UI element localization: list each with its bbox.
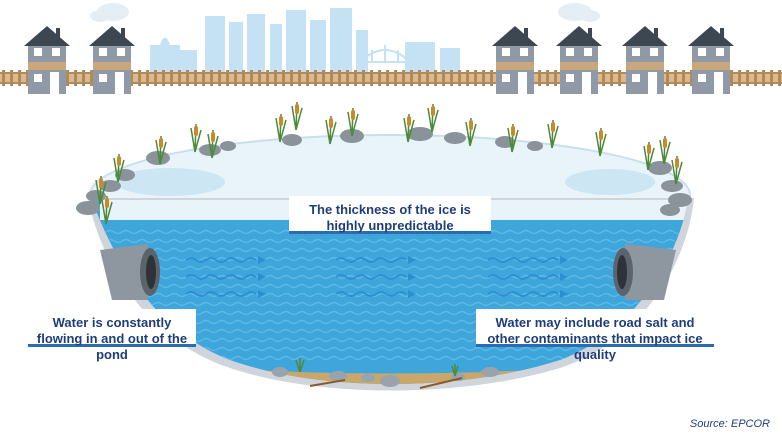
flow-arrow-icon xyxy=(185,256,266,264)
cattail-icon xyxy=(113,153,125,183)
cattail-icon xyxy=(427,103,439,133)
cattail-icon xyxy=(275,113,287,143)
grass-tuft xyxy=(295,358,459,377)
cattail-icon xyxy=(325,115,337,145)
cloud-icon xyxy=(90,3,600,22)
rock-icon xyxy=(527,141,543,151)
cattail-icon xyxy=(101,195,113,225)
rock-icon xyxy=(668,193,692,207)
rock-icon xyxy=(648,161,672,175)
cattail-icon xyxy=(659,135,671,165)
contaminants-callout: Water may include road salt and other co… xyxy=(476,309,714,362)
rock-icon xyxy=(407,127,433,141)
flow-arrow-icon xyxy=(335,290,416,298)
rock-icon xyxy=(444,132,466,144)
cattail-icon xyxy=(347,107,359,137)
cattail-icon xyxy=(547,119,559,149)
flow-arrow-icon xyxy=(487,273,568,281)
bridge-icon xyxy=(359,45,411,63)
rock-icon xyxy=(76,201,100,215)
ice-thickness-callout: The thickness of the ice is highly unpre… xyxy=(289,196,491,234)
cattail-icon xyxy=(465,117,477,147)
flow-arrow-icon xyxy=(335,273,416,281)
cattail-icon xyxy=(643,141,655,171)
water-flow-callout: Water is constantly flowing in and out o… xyxy=(28,309,196,362)
cattail-icon xyxy=(95,175,107,205)
flow-arrow-icon xyxy=(487,290,568,298)
flow-arrow-icon xyxy=(487,256,568,264)
cattail-icon xyxy=(507,123,519,153)
cattail-icon xyxy=(207,129,219,159)
house-icon xyxy=(556,26,602,94)
house-icon xyxy=(688,26,734,94)
house-icon xyxy=(89,26,135,94)
cattail-icon xyxy=(155,135,167,165)
cattail-icon xyxy=(190,123,202,153)
cattail-icon xyxy=(403,113,415,143)
house-icon xyxy=(492,26,538,94)
pipe-icon xyxy=(613,244,676,300)
flow-arrow-icon xyxy=(185,273,266,281)
rock-icon xyxy=(220,141,236,151)
cattail-icon xyxy=(671,155,683,185)
rock-icon xyxy=(282,134,302,146)
rock-icon xyxy=(146,151,170,165)
city-skyline-icon xyxy=(150,8,460,72)
source-credit: Source: EPCOR xyxy=(689,418,770,430)
rock-icon xyxy=(661,180,683,192)
cattail-icon xyxy=(595,127,607,157)
stick xyxy=(309,377,463,389)
house-icon xyxy=(24,26,70,94)
flow-arrow-icon xyxy=(335,256,416,264)
flow-arrow-icon xyxy=(185,290,266,298)
cattail-icon xyxy=(291,101,303,131)
rock-icon xyxy=(660,204,680,216)
house-icon xyxy=(622,26,668,94)
pipe-icon xyxy=(100,244,160,300)
